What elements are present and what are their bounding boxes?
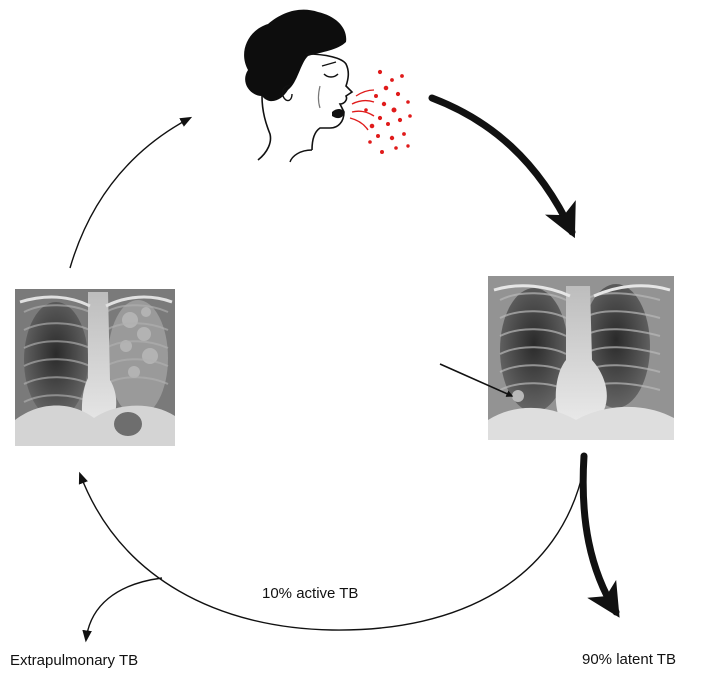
coughing-person-icon <box>244 10 352 162</box>
latent-tb-label: 90% latent TB <box>582 651 676 668</box>
latent-tb-arrow <box>583 456 616 612</box>
chest-xray-right <box>488 276 674 440</box>
extrapulmonary-arrow <box>86 578 162 640</box>
reinfection-arrow <box>70 118 190 268</box>
chest-xray-left <box>15 289 175 446</box>
cough-droplets <box>350 70 411 153</box>
active-tb-arc <box>80 468 584 630</box>
extrapulmonary-tb-label: Extrapulmonary TB <box>10 652 138 669</box>
transmission-arrow <box>432 98 572 232</box>
active-tb-label: 10% active TB <box>262 585 358 602</box>
